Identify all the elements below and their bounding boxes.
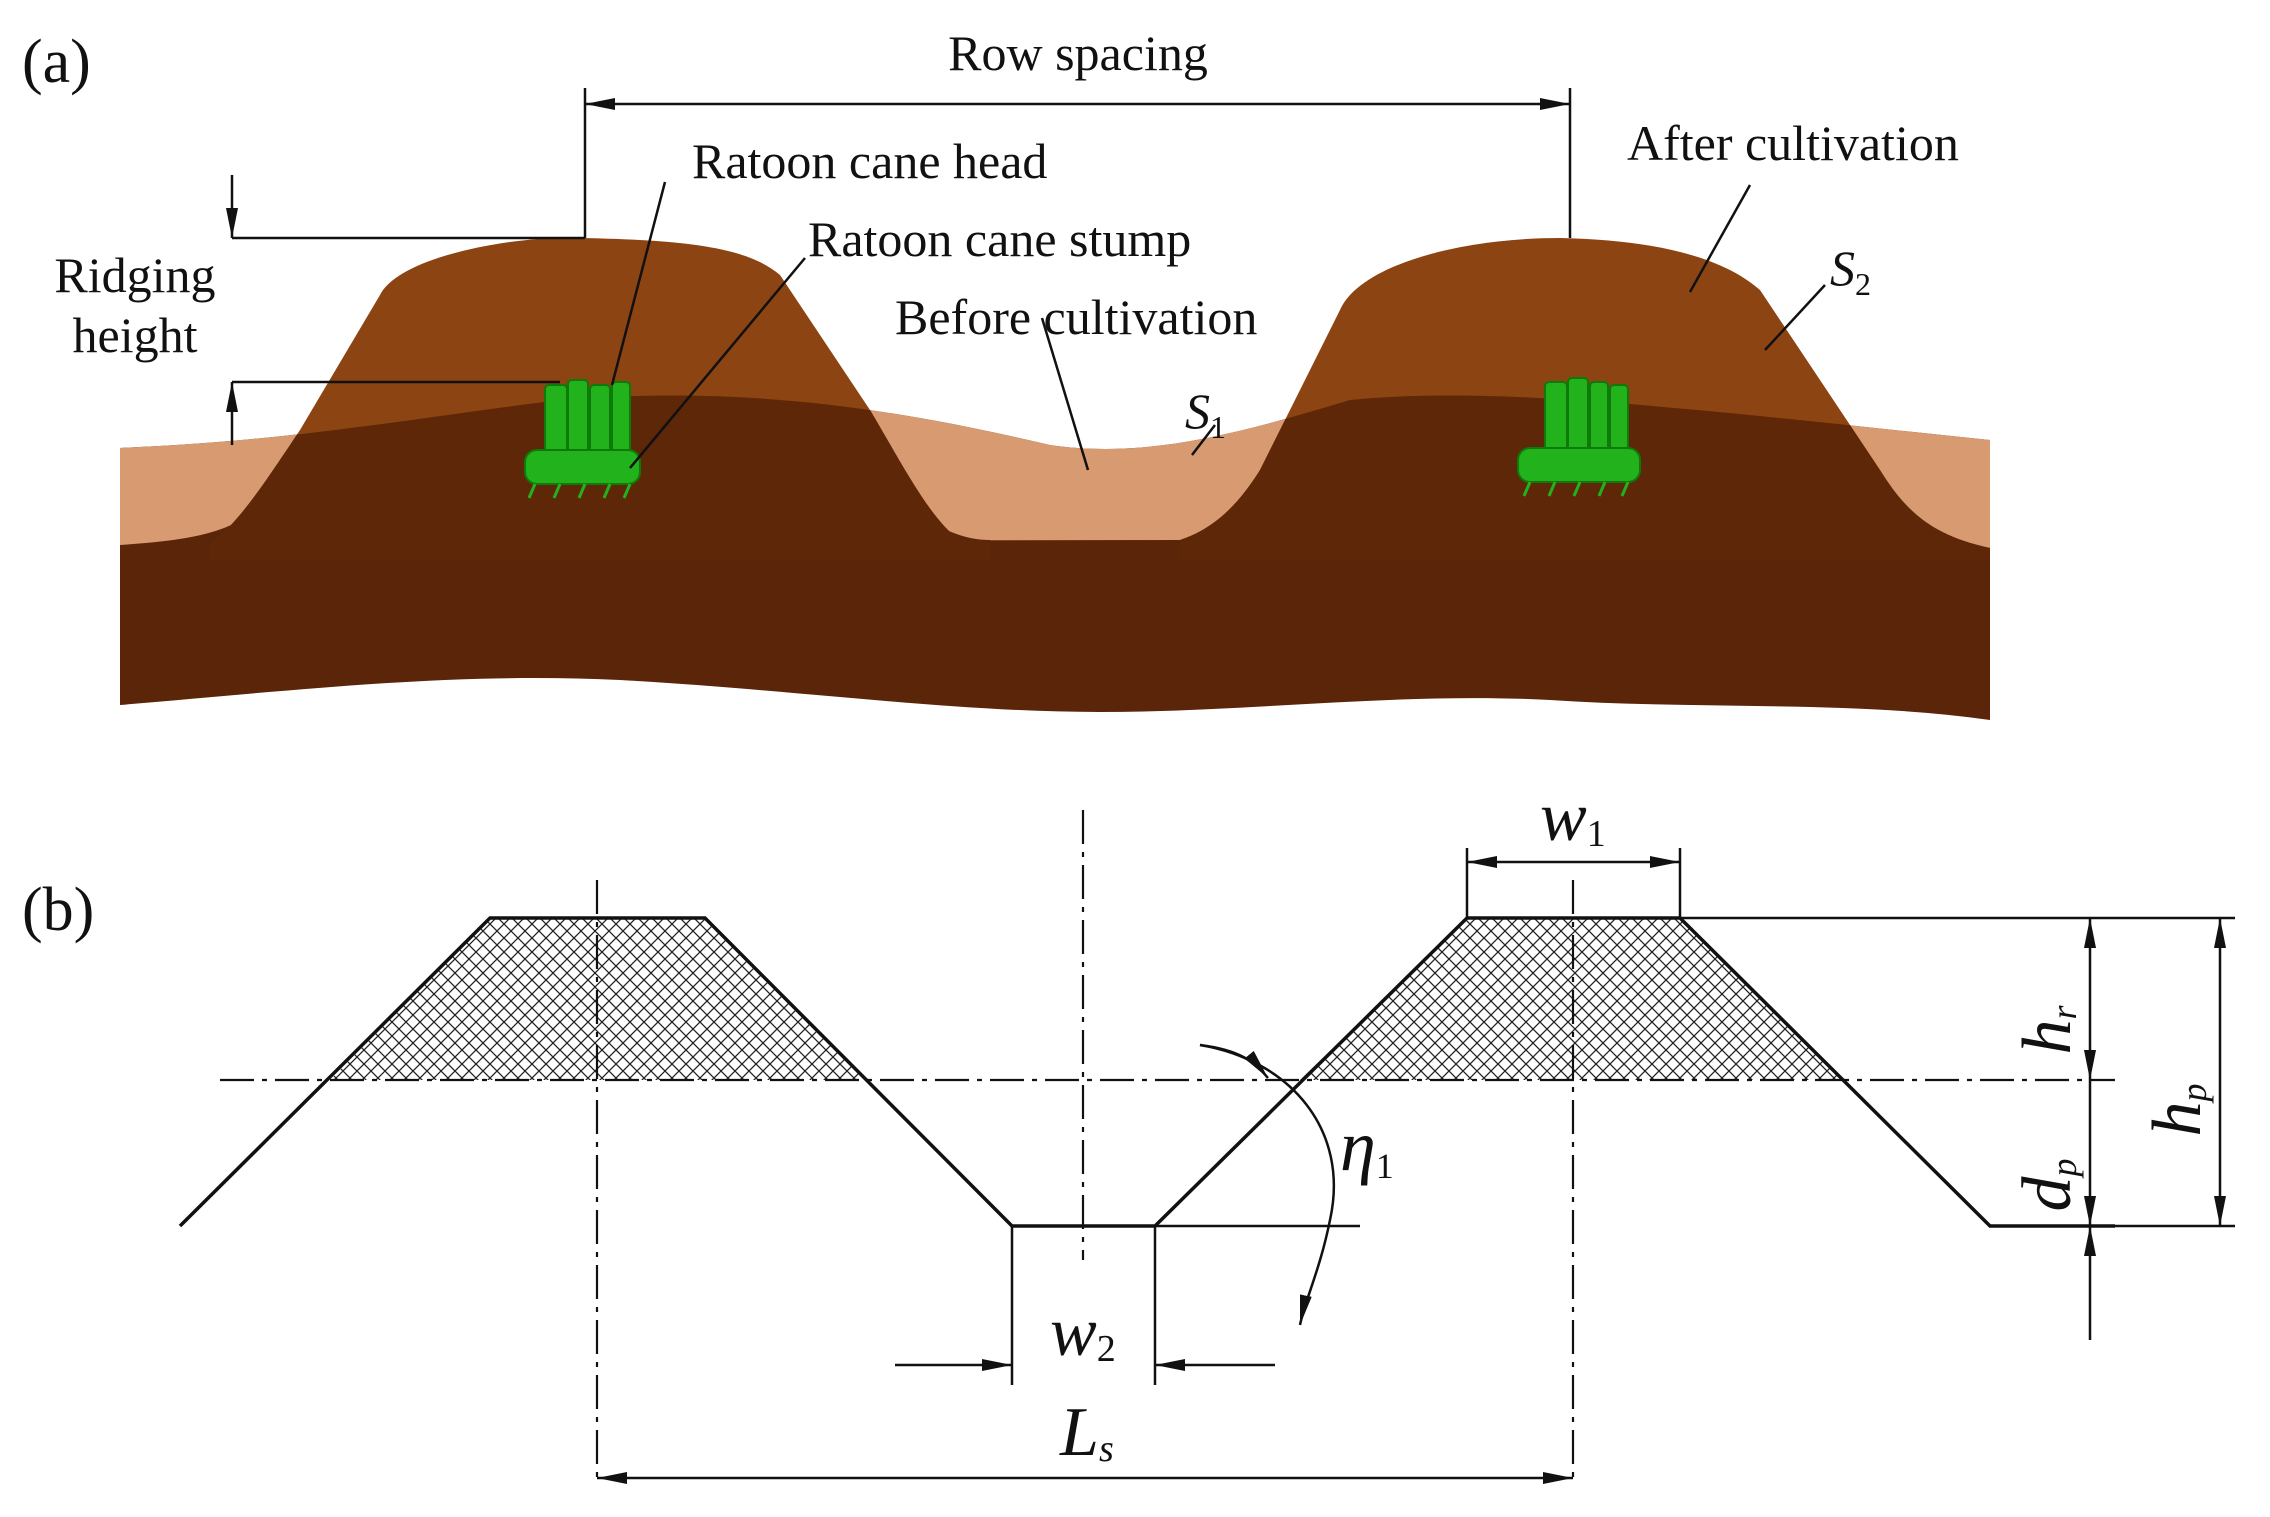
ls-label: Ls [1059,1394,1114,1471]
before-cultivation-label: Before cultivation [895,289,1257,345]
soil-before-cultivation [120,385,1990,548]
w2-label: w2 [1050,1294,1116,1371]
ridging-height-label-1: Ridging [54,247,215,303]
hr-label: hr [2009,1005,2086,1055]
ratoon-stump-leader [629,257,806,469]
dp-label: dp [2009,1159,2086,1212]
ratoon-cane-plant-icon [1517,377,1641,497]
panel-a-label: (a) [22,28,91,96]
after-cultivation-label: After cultivation [1627,115,1959,171]
eta-label: η1 [1340,1106,1394,1186]
row-spacing-label: Row spacing [948,25,1208,81]
s2-label: S2 [1830,240,1871,302]
s1-label: S1 [1185,383,1226,445]
panel-b: (b) w1 hr dp hp [22,779,2235,1484]
w1-label: w1 [1540,779,1606,856]
before-cultivation-leader [1040,317,1090,471]
ratoon-stump-label: Ratoon cane stump [808,211,1191,267]
eta-arc [1199,1043,1336,1326]
ratoon-head-label: Ratoon cane head [692,133,1047,189]
ratoon-cane-plant-icon [524,379,641,499]
eta-arc-arrow [1199,1043,1269,1079]
s2-leader [1764,284,1826,351]
after-cultivation-leader [1688,184,1752,293]
s1-leader [1191,424,1216,456]
ridge-hatch-right [1300,918,1842,1080]
hp-label: hp [2139,1084,2216,1137]
ratoon-head-leader [610,181,667,386]
panel-b-label: (b) [22,876,94,944]
ridging-height-label-2: height [73,307,198,363]
panel-a: (a) [22,25,1990,720]
